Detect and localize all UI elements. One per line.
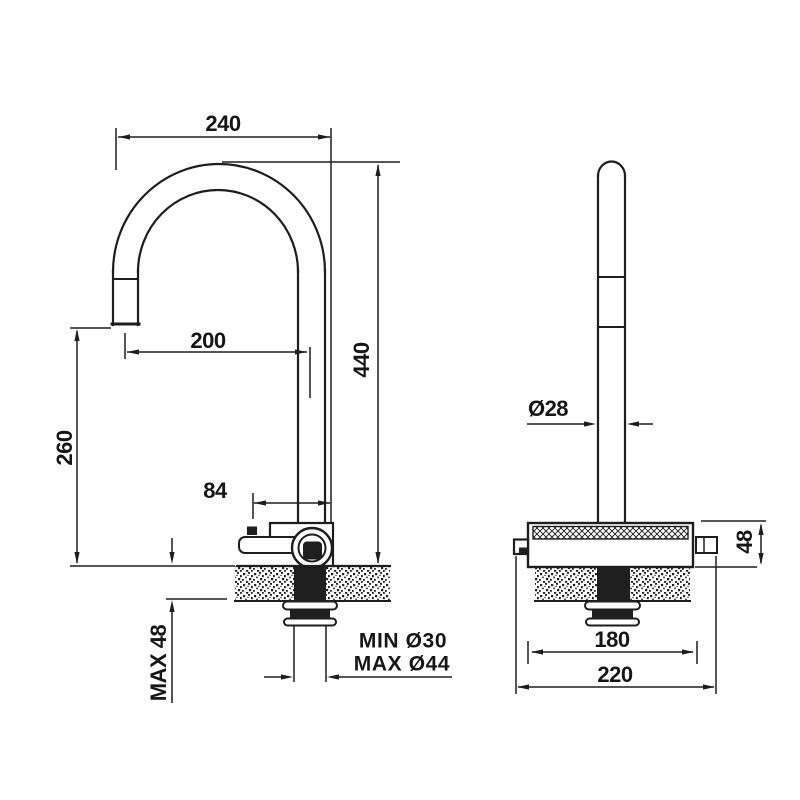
mounting-shank-front [282, 566, 338, 682]
dim-label-spout-span: 240 [205, 111, 241, 136]
handle-pivot-core [303, 541, 322, 560]
dim-label-handle-offset: 84 [203, 478, 227, 503]
dimension-max48 [70, 538, 235, 703]
faucet-body-front [238, 521, 335, 570]
riser-column-front [296, 268, 327, 525]
dimension-260 [70, 327, 111, 564]
handle-set-screw [247, 526, 257, 535]
riser-column-side [596, 160, 627, 525]
side-view-drawing [512, 160, 766, 694]
spout-outlet [110, 268, 141, 327]
dim-label-outlet-height: 260 [52, 430, 77, 466]
dimension-180 [527, 641, 698, 664]
dim-label-body-height: 48 [732, 530, 757, 554]
dim-label-spout-reach: 200 [190, 328, 226, 353]
dimension-220 [515, 556, 717, 694]
dim-label-overall-height: 440 [349, 342, 374, 378]
dimension-440 [222, 161, 400, 564]
handle-pivot-inner [297, 533, 327, 563]
spout-arc-inner [136, 188, 300, 274]
dimension-d28 [527, 421, 653, 427]
front-view-drawing [70, 128, 452, 703]
dim-label-body-outer-width: 220 [597, 662, 633, 687]
dimension-240 [115, 128, 332, 522]
countertop-side [534, 567, 691, 602]
dim-label-column-diameter: Ø28 [527, 396, 569, 421]
dimension-200 [124, 333, 311, 398]
dimension-84 [252, 493, 330, 519]
faucet-body-side [512, 521, 718, 569]
dim-label-body-inner-width: 180 [594, 627, 630, 652]
dim-label-hole-max: MAX Ø44 [353, 652, 451, 676]
dimension-48 [695, 520, 766, 568]
dimension-hole-min-max [264, 674, 452, 680]
dim-label-deck-thickness: MAX 48 [146, 624, 171, 702]
dim-label-hole-min: MIN Ø30 [358, 629, 448, 653]
knurled-band [532, 525, 689, 540]
mounting-shank-side [584, 567, 641, 627]
handle-knob-side [695, 536, 718, 554]
spout-arc-outer [111, 162, 327, 274]
